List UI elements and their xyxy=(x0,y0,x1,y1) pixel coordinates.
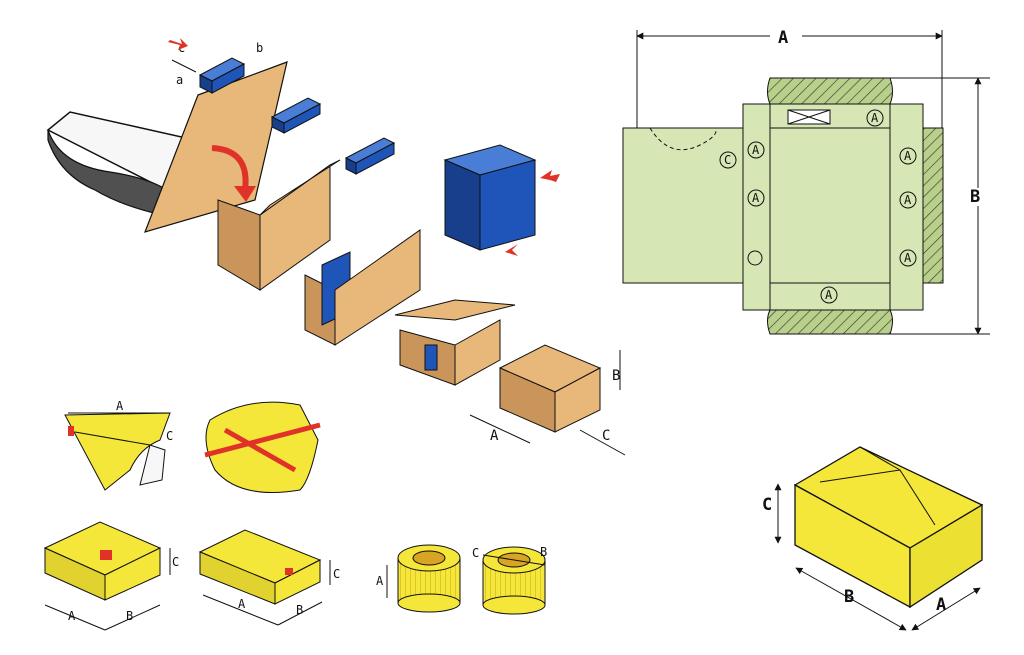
stage-partial-fold xyxy=(217,159,341,291)
packing-sequence: c a b xyxy=(46,38,626,456)
roll-1: A xyxy=(376,544,461,613)
box1-c-label: C xyxy=(172,555,179,569)
dim-a-label: a xyxy=(176,73,183,87)
svg-text:A: A xyxy=(752,191,760,205)
big-box-a-label: A xyxy=(936,595,946,615)
circle-letter-icon: A xyxy=(747,189,765,207)
svg-text:C: C xyxy=(724,153,731,167)
die-width-label: A xyxy=(778,28,788,48)
box2-c-label: C xyxy=(333,567,340,581)
dim-b-label: b xyxy=(256,41,263,55)
arrow-red-icon xyxy=(540,170,560,182)
box1-b-label: B xyxy=(126,609,133,623)
box-a-label: A xyxy=(490,428,499,444)
die-cut-layout: A B C A xyxy=(622,28,990,335)
incorrect-wrap xyxy=(204,401,321,493)
circle-letter-icon: A xyxy=(899,249,917,267)
stage-closing xyxy=(394,299,516,386)
product-stack xyxy=(443,144,537,251)
funnel-wrap: A C xyxy=(64,399,173,491)
roll-2: C B xyxy=(472,545,547,615)
box2-a-label: A xyxy=(238,597,246,611)
arrow-red-icon xyxy=(505,244,518,256)
arrow-red-icon xyxy=(168,38,188,50)
box-b-label: B xyxy=(612,368,620,384)
stage-with-product xyxy=(304,229,421,346)
circle-letter-icon: A xyxy=(747,141,765,159)
roll-c-label: C xyxy=(472,546,479,560)
cross-red-icon xyxy=(204,422,321,473)
svg-text:A: A xyxy=(825,288,833,302)
product-bar-2 xyxy=(270,97,322,134)
circle-letter-icon: A xyxy=(820,286,838,304)
roll-a-label: A xyxy=(376,574,384,588)
circle-letter-icon: C xyxy=(719,151,737,169)
die-height-label: B xyxy=(970,187,980,207)
circle-letter-icon: A xyxy=(899,147,917,165)
big-yellow-box: C B A xyxy=(762,446,984,631)
box-c-label: C xyxy=(602,428,610,444)
big-box-b-label: B xyxy=(844,587,854,607)
yellow-box-2: A B C xyxy=(198,529,340,626)
funnel-c-label: C xyxy=(166,429,173,443)
svg-text:A: A xyxy=(904,149,912,163)
product-bar-3 xyxy=(344,137,396,175)
svg-text:A: A xyxy=(904,251,912,265)
svg-text:A: A xyxy=(752,143,760,157)
arrow-red-icon xyxy=(211,145,249,191)
box1-a-label: A xyxy=(68,609,76,623)
circle-letter-icon: A xyxy=(866,109,884,127)
yellow-box-1: A B C xyxy=(43,521,179,631)
funnel-a-label: A xyxy=(116,399,124,413)
circle-letter-icon: A xyxy=(899,191,917,209)
svg-text:A: A xyxy=(904,193,912,207)
finished-box xyxy=(498,344,602,433)
svg-text:A: A xyxy=(871,111,879,125)
product-bar-1 xyxy=(198,57,246,94)
box2-b-label: B xyxy=(296,603,303,617)
roll-b-label: B xyxy=(540,545,547,559)
big-box-c-label: C xyxy=(762,495,772,515)
